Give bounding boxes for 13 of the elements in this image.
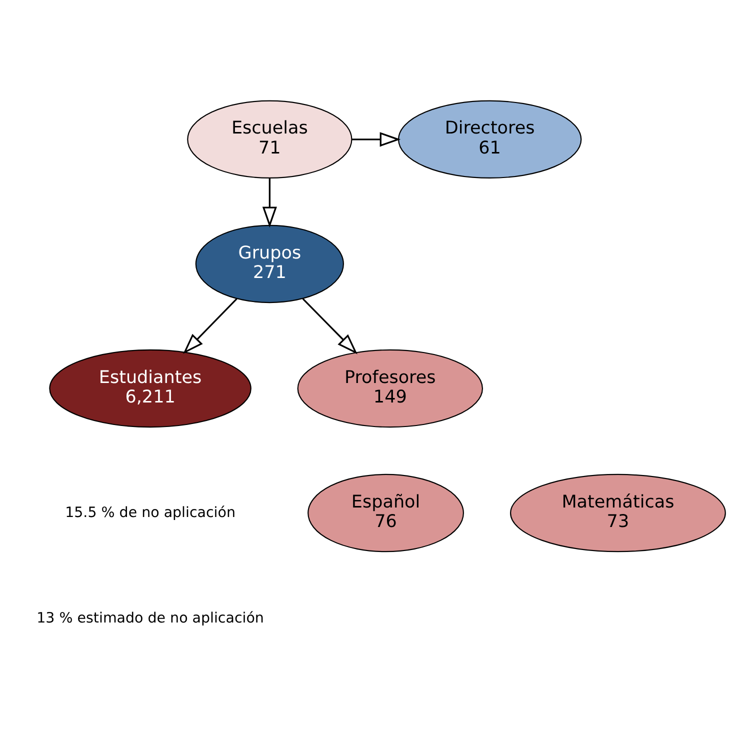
label: 15.5 % de no aplicación — [64, 504, 235, 520]
arrow — [351, 132, 400, 146]
node-ellipse: Escuelas 71 — [186, 100, 352, 178]
node-ellipse: Matemáticas 73 — [510, 473, 726, 552]
arrow — [262, 178, 276, 228]
node-ellipse: Grupos 271 — [194, 224, 344, 303]
arrow — [302, 298, 357, 354]
arrow — [182, 298, 237, 354]
node-ellipse: Estudiantes 6,211 — [48, 348, 251, 428]
label: 13 % estimado de no aplicación — [36, 610, 264, 626]
node-ellipse: Directores 61 — [397, 100, 582, 178]
node-ellipse: Profesores 149 — [296, 348, 483, 428]
node-ellipse: Español 76 — [307, 473, 464, 552]
